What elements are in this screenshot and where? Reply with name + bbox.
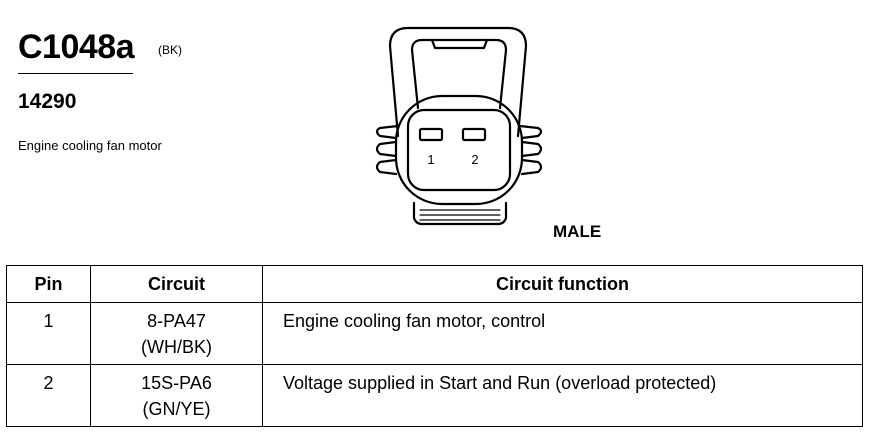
pin-table: Pin Circuit Circuit function 1 8-PA47 (W… xyxy=(6,265,863,427)
pin-number-cell: 1 xyxy=(6,302,91,365)
table-row: 2 15S-PA6 (GN/YE) Voltage supplied in St… xyxy=(6,364,863,427)
pin-2-label: 2 xyxy=(471,152,478,167)
pin-number-cell: 2 xyxy=(6,364,91,427)
circuit-cell: 15S-PA6 (GN/YE) xyxy=(90,364,263,427)
connector-flange-lines xyxy=(419,209,501,221)
connector-lock-tab-inner xyxy=(410,38,508,110)
circuit-code: 8-PA47 xyxy=(147,311,206,331)
connector-description: Engine cooling fan motor xyxy=(18,138,162,153)
circuit-cell: 8-PA47 (WH/BK) xyxy=(90,302,263,365)
connector-latch-notch xyxy=(430,38,489,50)
circuit-function-cell: Engine cooling fan motor, control xyxy=(262,302,863,365)
connector-id: C1048a xyxy=(18,28,135,66)
connector-face-diagram: 1 2 xyxy=(375,26,543,226)
pin-1-blade xyxy=(418,127,444,142)
column-header-circuit: Circuit xyxy=(90,265,263,303)
connector-flange xyxy=(412,201,508,226)
connector-ridges-left xyxy=(375,124,400,176)
circuit-function-cell: Voltage supplied in Start and Run (overl… xyxy=(262,364,863,427)
connector-color-code: (BK) xyxy=(158,43,182,57)
pin-2-blade xyxy=(461,127,487,142)
wire-color: (WH/BK) xyxy=(141,337,212,357)
circuit-code: 15S-PA6 xyxy=(141,373,212,393)
column-header-pin: Pin xyxy=(6,265,91,303)
connector-body xyxy=(394,94,524,206)
connector-gender-label: MALE xyxy=(553,222,602,241)
pin-1-label: 1 xyxy=(427,152,434,167)
wire-color: (GN/YE) xyxy=(142,399,211,419)
table-row: 1 8-PA47 (WH/BK) Engine cooling fan moto… xyxy=(6,302,863,365)
connector-lock-tab-outer xyxy=(388,26,528,138)
title-underline xyxy=(18,73,133,74)
table-header-row: Pin Circuit Circuit function xyxy=(6,265,863,303)
connector-ridges-right xyxy=(518,124,543,176)
terminal-cavity xyxy=(406,108,512,192)
part-number: 14290 xyxy=(18,90,77,113)
column-header-circuit-function: Circuit function xyxy=(262,265,863,303)
